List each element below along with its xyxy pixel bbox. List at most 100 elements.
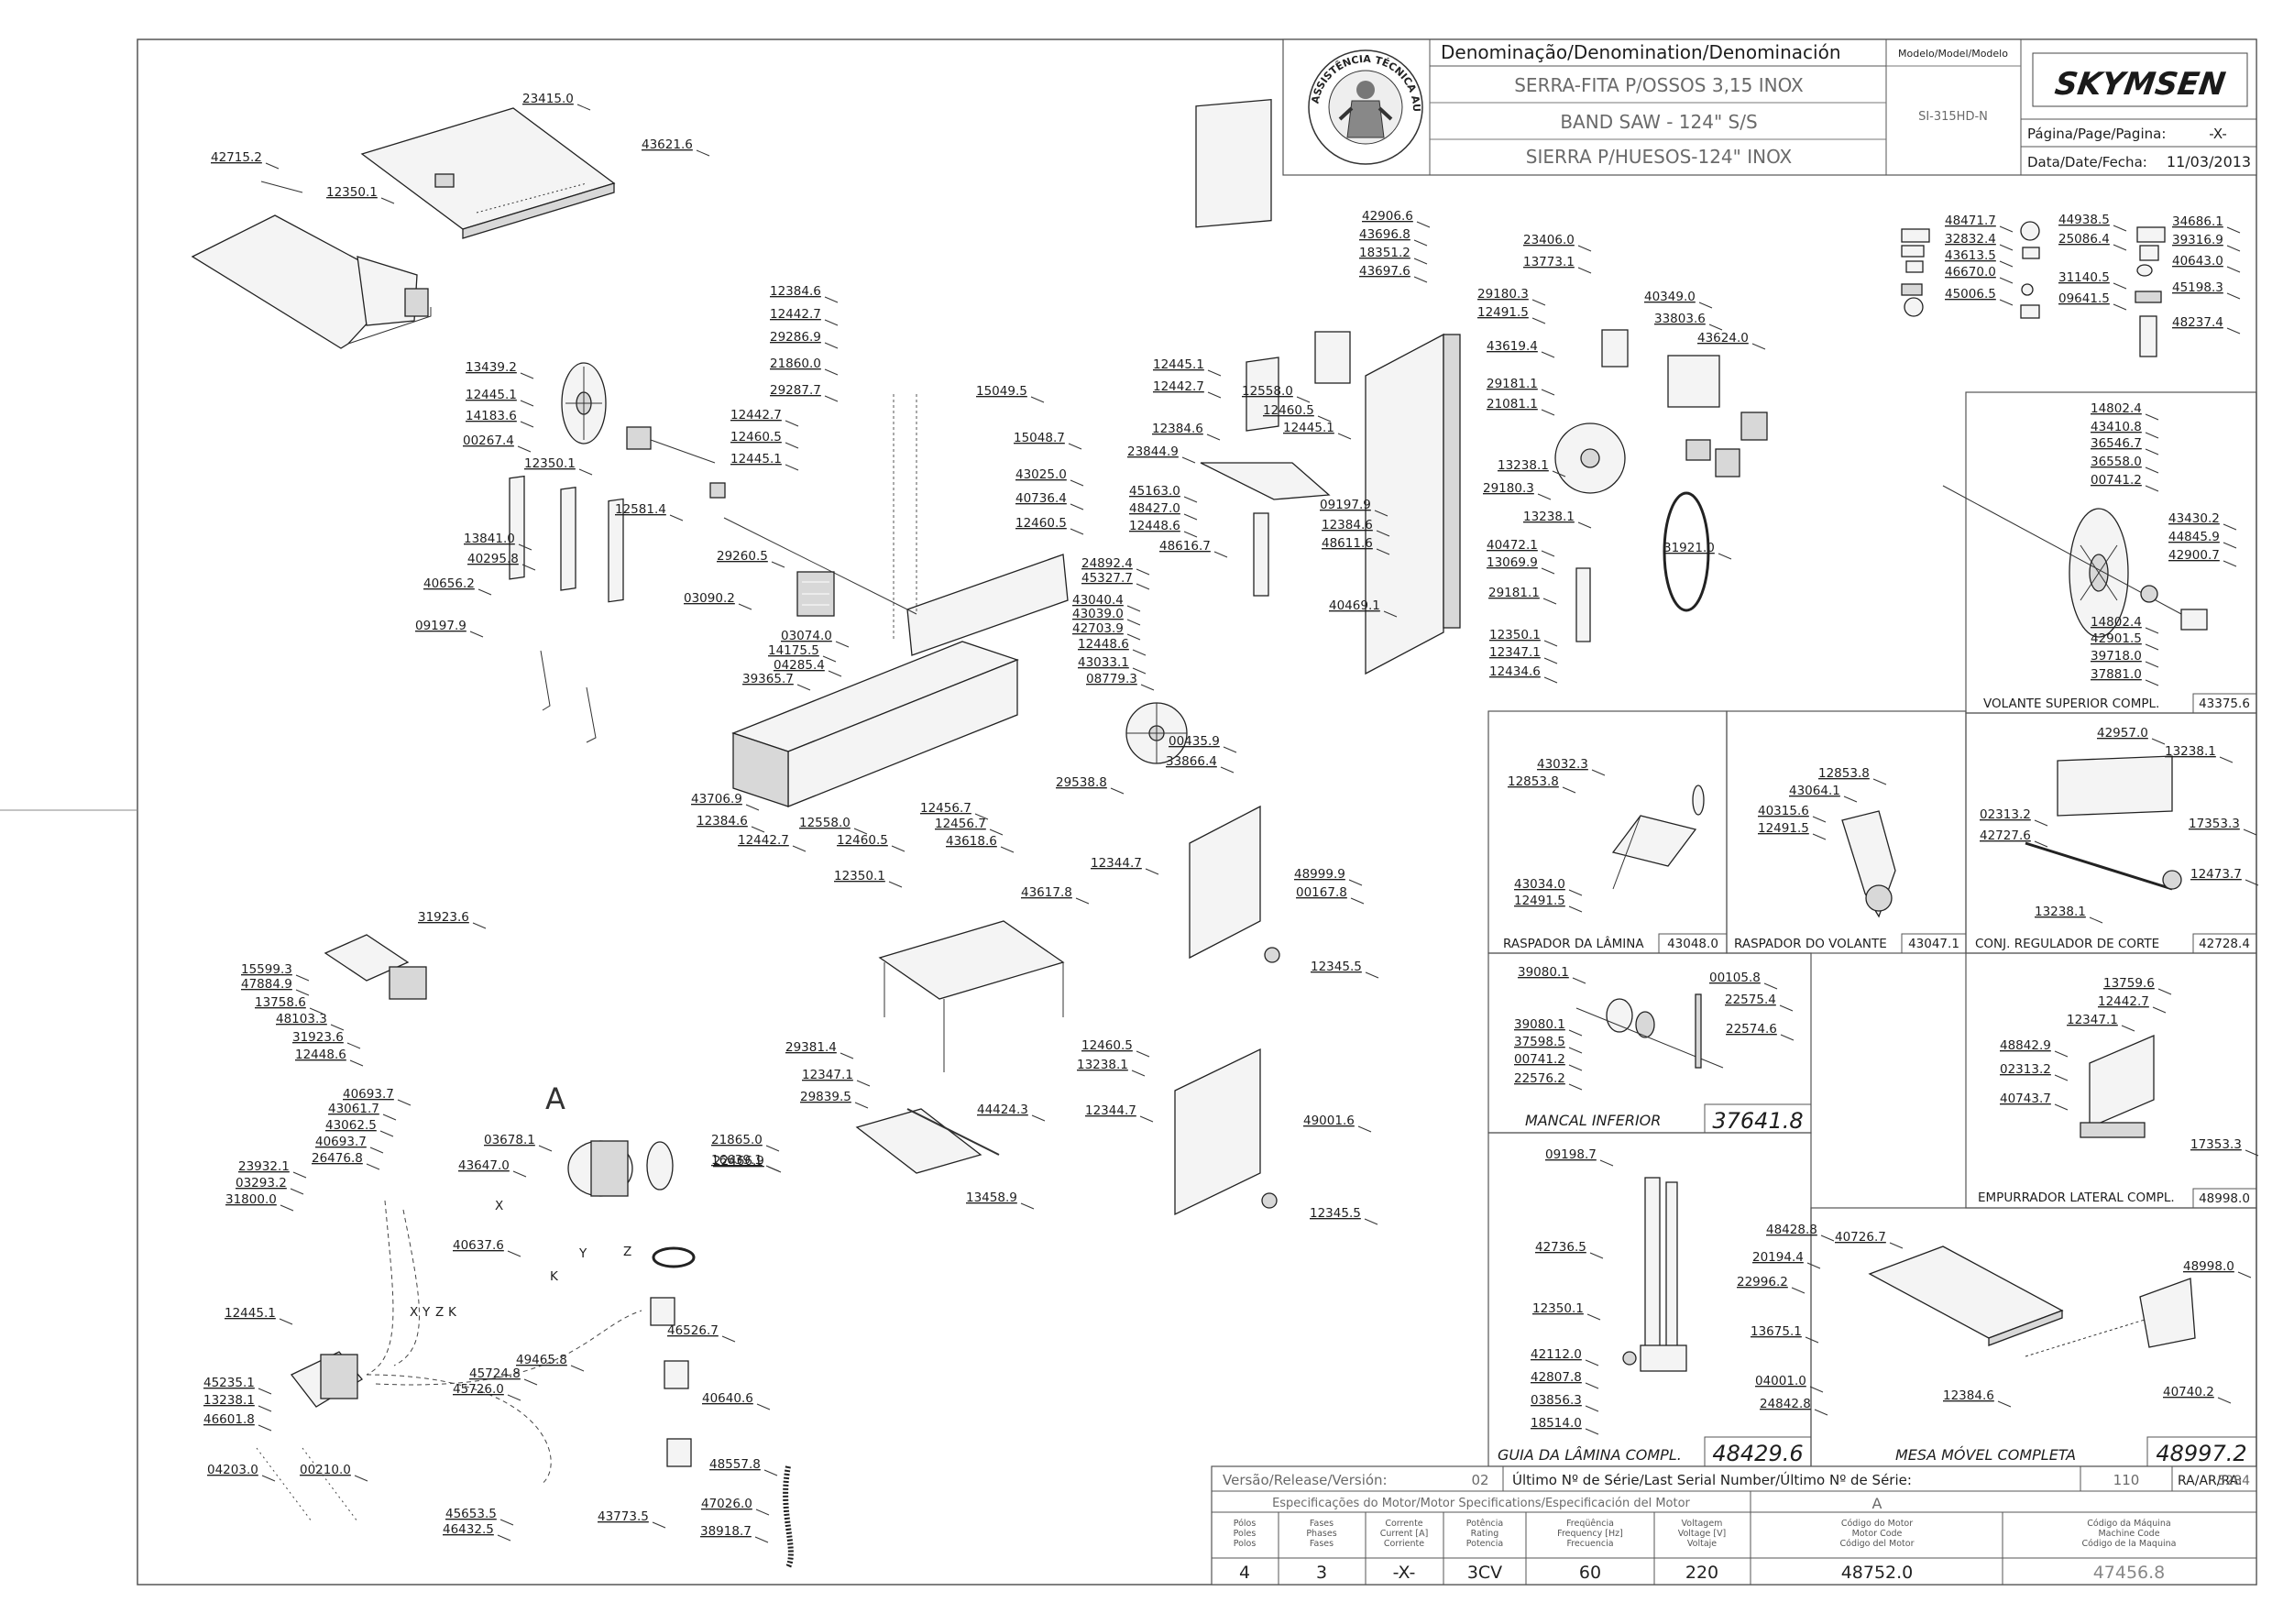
leader-line (1075, 897, 1090, 905)
leader-line (824, 368, 839, 376)
leader-line (1599, 1159, 1614, 1167)
part-number-label: 22466.9 (713, 1154, 764, 1169)
part-number-label: 47026.0 (701, 1497, 752, 1511)
part-number-label: 43624.0 (1697, 331, 1749, 346)
part-number-label: 12445.1 (730, 452, 782, 466)
leader-line (835, 641, 850, 648)
motor-spec-value: A (1872, 1495, 1882, 1512)
part-number-label: 12442.7 (730, 408, 782, 422)
part-number-label: 22575.4 (1725, 993, 1776, 1007)
leader-line (1413, 258, 1428, 265)
leader-line (1541, 567, 1555, 575)
part-number-label: 31140.5 (2058, 270, 2110, 285)
spec-column-header: Corriente (1384, 1539, 1424, 1549)
leader-line (2152, 1006, 2167, 1014)
leader-line (1181, 456, 1196, 464)
leader-line (1220, 766, 1235, 774)
part-number-label: 42736.5 (1535, 1240, 1586, 1255)
leader-line (1031, 1114, 1046, 1122)
part-number-label: 48998.0 (2183, 1259, 2234, 1274)
caption-lower-bearing: MANCAL INFERIOR (1525, 1112, 1661, 1129)
part-number-label: 40637.6 (453, 1238, 504, 1253)
spec-column-header: Código do Motor (1841, 1519, 1913, 1529)
part-number-label: 09198.7 (1545, 1147, 1597, 1162)
leader-line (1207, 391, 1222, 399)
leader-line (1889, 1242, 1904, 1249)
spec-column-header: Código del Motor (1840, 1539, 1915, 1549)
date-value: 11/03/2013 (2167, 153, 2251, 170)
part-number-label: 43619.4 (1487, 339, 1538, 354)
part-number-label: 43647.0 (458, 1158, 510, 1173)
leader-line (1541, 389, 1555, 396)
leader-line (2145, 627, 2159, 634)
part-number-label: 04285.4 (774, 658, 825, 673)
part-number-label: 43706.9 (691, 792, 742, 807)
leader-line (2113, 303, 2127, 311)
spec-column-value: 4 (1239, 1563, 1250, 1583)
part-number-label: 12345.5 (1311, 960, 1362, 974)
leader-line (2219, 756, 2234, 763)
part-number-label: 48999.9 (1294, 867, 1345, 882)
part-number-label: 14183.6 (466, 409, 517, 423)
part-number-label: 12442.7 (1153, 379, 1204, 394)
part-number-label: 48842.9 (2000, 1038, 2051, 1053)
leader-line (2245, 879, 2259, 886)
leader-line (1070, 528, 1084, 535)
leader-line (1585, 1428, 1599, 1435)
part-number-label: 12460.5 (837, 833, 888, 848)
brand-name: SKYMSEN (2053, 66, 2228, 103)
part-number-label: 45235.1 (203, 1376, 255, 1390)
spec-column-header: Phases (1306, 1529, 1336, 1539)
leader-line (2145, 448, 2159, 455)
part-number-label: 00167.8 (1296, 885, 1347, 900)
part-number-label: 12491.5 (1758, 821, 1809, 836)
part-number-label: 39080.1 (1518, 965, 1569, 980)
leader-line (1543, 676, 1558, 684)
part-number-label: 43064.1 (1789, 784, 1840, 798)
cut-regulator (2025, 755, 2182, 891)
leader-line (1126, 633, 1141, 641)
leader-line (1577, 267, 1592, 274)
part-number-label: 00267.4 (463, 433, 514, 448)
leader-line (1809, 1386, 1824, 1393)
part-number-label: 36546.7 (2091, 436, 2142, 451)
leader-line (2217, 1397, 2232, 1404)
leader-line (292, 1171, 307, 1179)
leader-line (1376, 530, 1390, 537)
part-number-label: 48103.3 (276, 1012, 327, 1026)
leader-line (1541, 351, 1555, 358)
leader-line (822, 655, 837, 663)
leader-line (2237, 1271, 2252, 1278)
code-wheel-scraper: 43047.1 (1908, 937, 1959, 951)
leader-line (1030, 396, 1045, 403)
leader-line (517, 445, 532, 453)
leader-line (824, 342, 839, 349)
leader-line (2089, 916, 2103, 924)
part-number-label: 12460.5 (1263, 403, 1314, 418)
spec-column-value: 60 (1579, 1563, 1601, 1583)
leader-line (1562, 786, 1576, 794)
part-number-label: 12442.7 (738, 833, 789, 848)
leader-line (1357, 1125, 1372, 1133)
part-number-label: 33866.4 (1166, 754, 1217, 769)
leader-line (578, 468, 593, 476)
part-number-label: 48428.8 (1766, 1223, 1817, 1237)
part-number-label: 13238.1 (203, 1393, 255, 1408)
part-number-label: 12384.6 (697, 814, 748, 828)
part-number-label: 12347.1 (1489, 645, 1541, 660)
leader-line (1591, 769, 1606, 776)
part-number-label: 38918.7 (700, 1524, 752, 1539)
part-number-label: 49465.8 (516, 1353, 567, 1367)
leader-line (2145, 485, 2159, 492)
part-number-label: 45006.5 (1945, 287, 1996, 302)
part-number-label: 03678.1 (484, 1133, 535, 1147)
leader-line (2243, 828, 2257, 836)
leader-line (520, 400, 534, 407)
part-number-label: 43034.0 (1514, 877, 1565, 892)
mobile-table (1868, 1245, 2196, 1357)
leader-line (755, 1509, 770, 1516)
part-number-label: 49001.6 (1303, 1114, 1355, 1128)
part-number-label: 42900.7 (2168, 548, 2220, 563)
motor-letter-a: A (545, 1081, 565, 1116)
leader-line (2245, 1149, 2259, 1157)
